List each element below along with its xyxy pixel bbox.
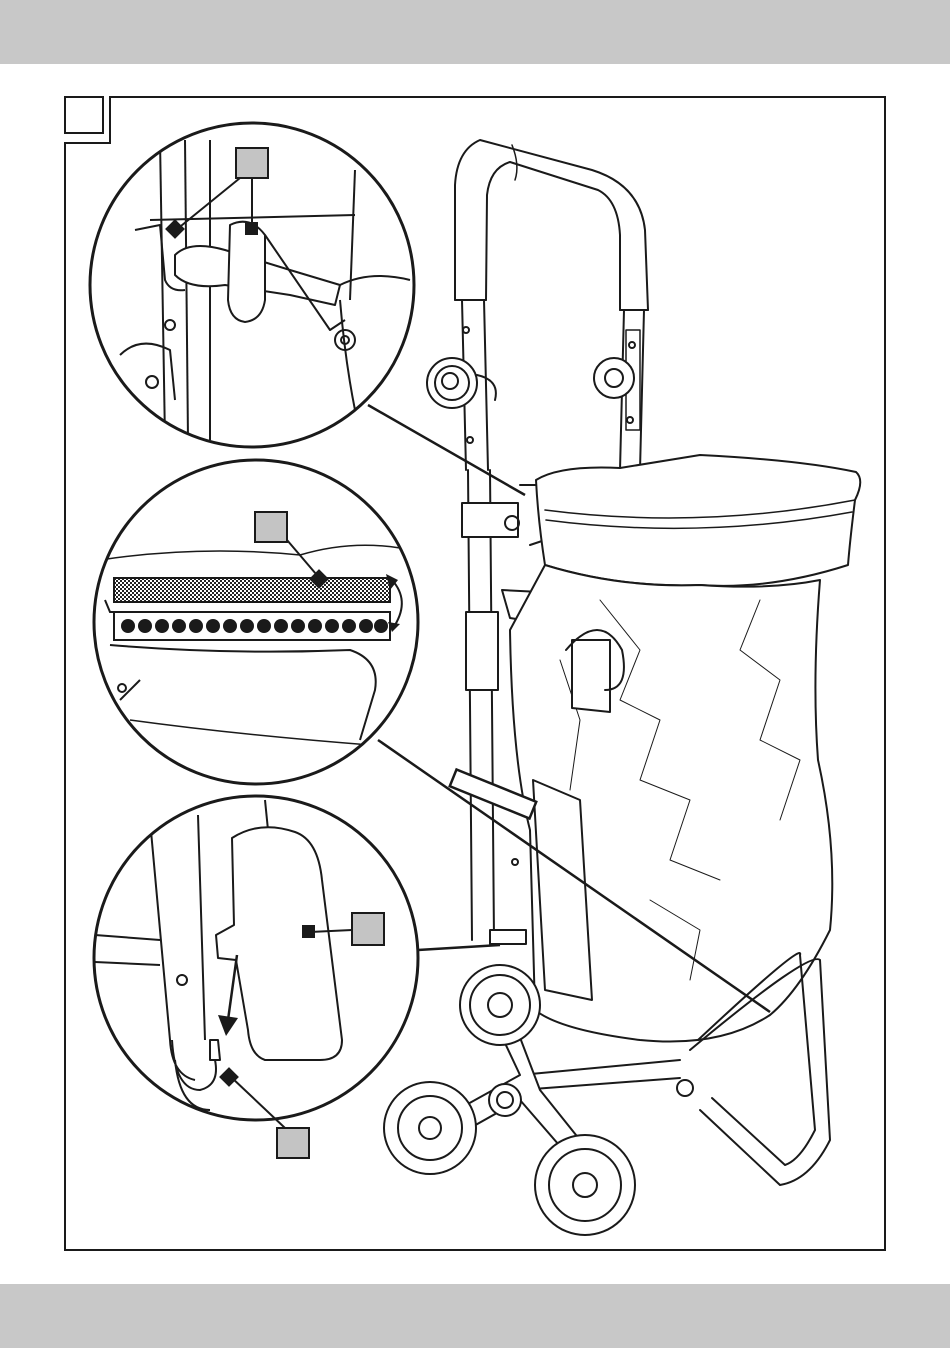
marker-square-1 bbox=[245, 222, 258, 235]
figure-number-box bbox=[65, 97, 103, 133]
velcro-strip-top bbox=[114, 578, 390, 602]
detail-handle-hook bbox=[90, 123, 414, 447]
callout-box-1 bbox=[236, 148, 268, 178]
detail-bag-velcro bbox=[94, 460, 418, 784]
callout-box-3 bbox=[352, 913, 384, 945]
handle-frame bbox=[455, 140, 648, 310]
marker-square-3 bbox=[302, 925, 315, 938]
trolley-main bbox=[384, 140, 860, 1235]
bag-clamp bbox=[462, 503, 518, 537]
bag-lid bbox=[536, 455, 860, 586]
callout-box-4 bbox=[277, 1128, 309, 1158]
callout-box-2 bbox=[255, 512, 287, 542]
folding-knob-right bbox=[594, 358, 634, 398]
detail-wheel-mount bbox=[94, 796, 418, 1158]
